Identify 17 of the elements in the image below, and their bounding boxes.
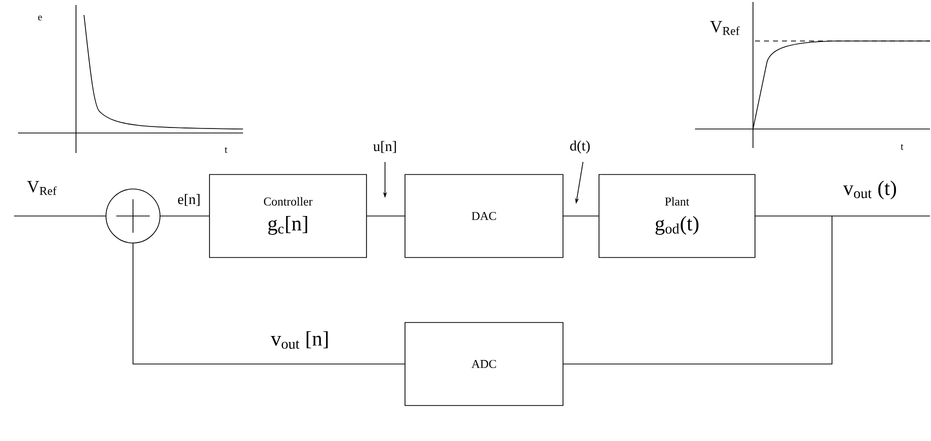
block-box: Controller g$_{c}$[n]	[209, 174, 367, 258]
signal-label: v$_{out}$ (t)	[843, 180, 896, 200]
block-box: DAC	[404, 174, 564, 258]
signal-label: e[n]	[178, 194, 200, 206]
signal-label: t	[224, 147, 228, 153]
signal-label: d(t)	[570, 140, 590, 154]
signal-label: e	[38, 16, 42, 20]
summing-junction	[106, 188, 160, 244]
signal-label: v$_{out}$ [n]	[270, 331, 328, 349]
block-box: Plant g$_{od}$(t)	[598, 174, 756, 258]
connector-line	[132, 242, 406, 364]
block-box: ADC	[404, 322, 564, 406]
signal-label: V$_{Ref}$	[710, 21, 740, 35]
signal-label: V$_{Ref}$	[27, 181, 57, 195]
connector-line	[562, 216, 930, 364]
signal-label: u[n]	[373, 141, 396, 153]
signal-label: t	[900, 144, 904, 150]
